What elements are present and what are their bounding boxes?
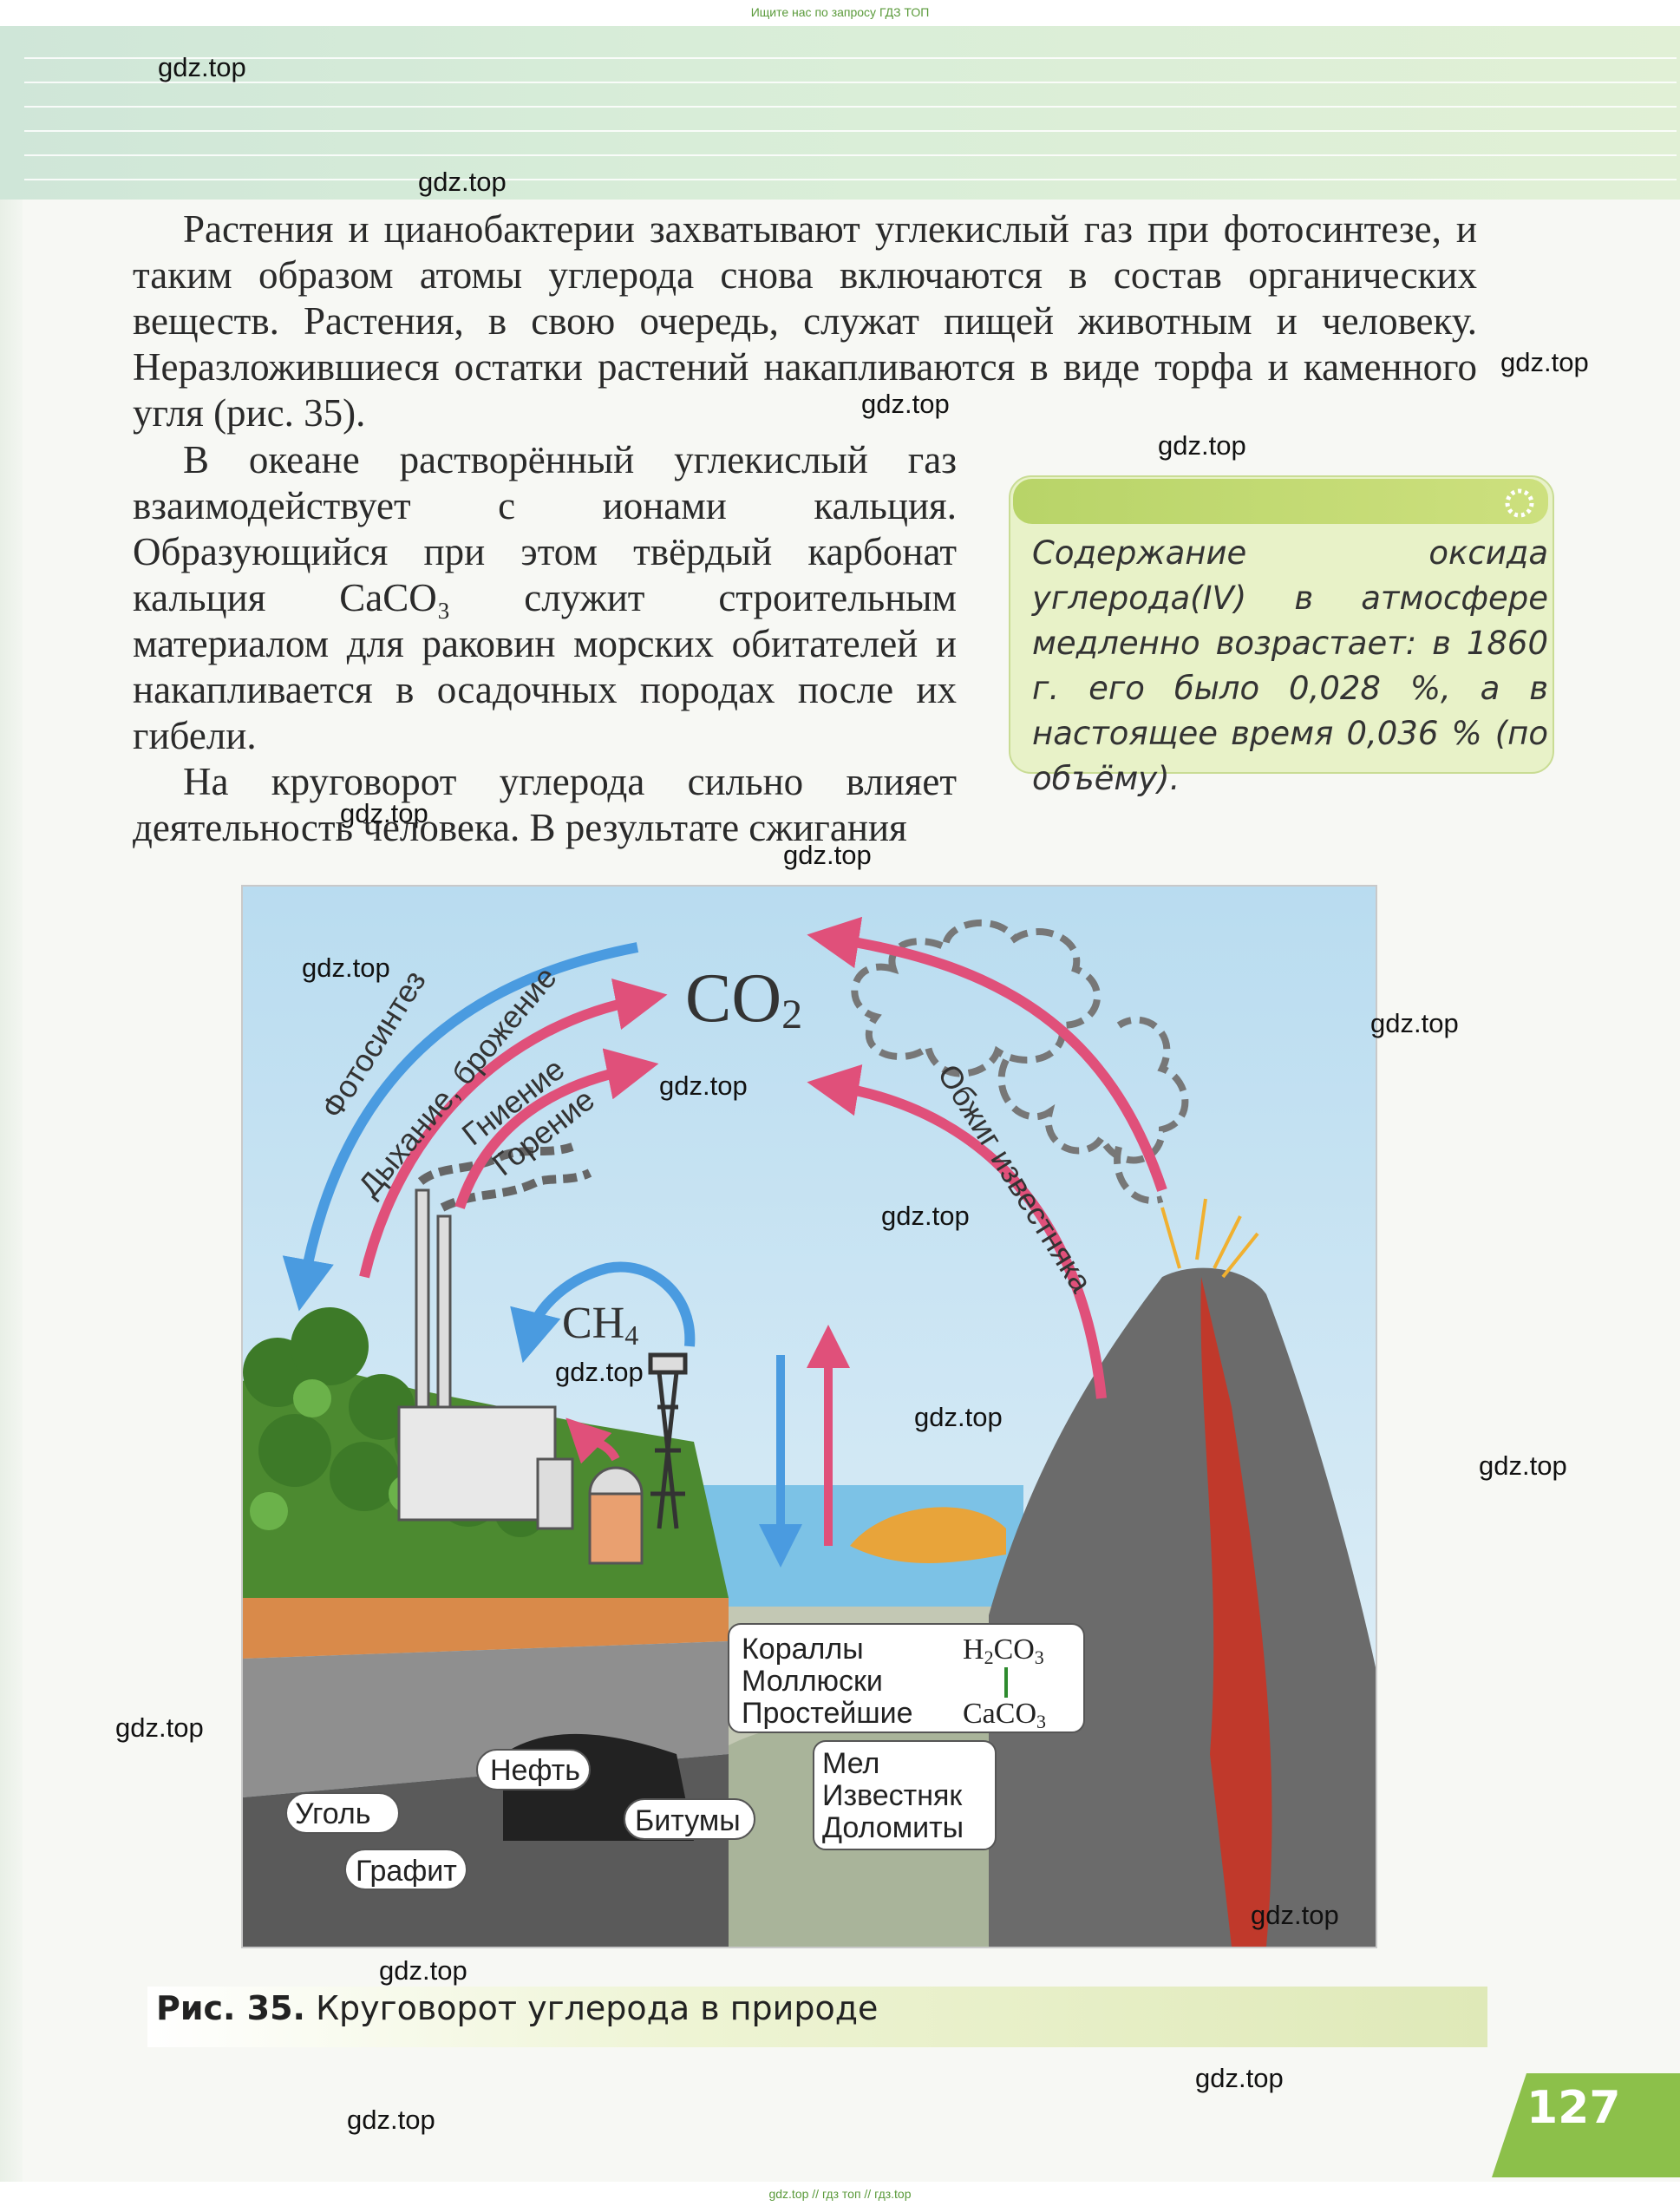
watermark: gdz.top bbox=[115, 1712, 204, 1744]
coal-label: Уголь bbox=[295, 1797, 370, 1830]
limestone-rock-label: Известняк bbox=[822, 1779, 963, 1812]
storage-tank bbox=[590, 1468, 642, 1563]
corals-label: Кораллы bbox=[742, 1633, 864, 1666]
header-lines bbox=[24, 35, 1677, 195]
note-header bbox=[1013, 479, 1548, 524]
body-paragraph-1: Растения и цианобактерии захватывают угл… bbox=[133, 206, 1477, 436]
watermark: gdz.top bbox=[914, 1402, 1003, 1433]
watermark: gdz.top bbox=[881, 1201, 970, 1232]
note-text: Содержание оксида углерода(IV) в атмосфе… bbox=[1032, 531, 1548, 802]
figure-caption: Рис. 35. Круговорот углерода в природе bbox=[156, 1989, 878, 2027]
book-spine bbox=[0, 0, 23, 2206]
watermark: gdz.top bbox=[1479, 1450, 1567, 1482]
dolomites-label: Доломиты bbox=[822, 1811, 964, 1844]
graphite-label: Графит bbox=[356, 1855, 457, 1888]
watermark: gdz.top bbox=[659, 1070, 748, 1102]
watermark: gdz.top bbox=[158, 52, 246, 83]
oil-label: Нефть bbox=[490, 1754, 580, 1787]
watermark: gdz.top bbox=[1370, 1008, 1459, 1039]
watermark: gdz.top bbox=[379, 1955, 467, 1987]
calcium-carbonate-label: CaCO3 bbox=[963, 1698, 1046, 1732]
page-number: 127 bbox=[1526, 2082, 1621, 2134]
watermark: gdz.top bbox=[302, 952, 390, 984]
top-banner: Ищите нас по запросу ГДЗ ТОП bbox=[0, 0, 1680, 26]
watermark: gdz.top bbox=[1195, 2063, 1284, 2094]
carbon-cycle-diagram: Фотосинтез Дыхание, брожение Гниение Гор… bbox=[241, 885, 1377, 1948]
watermark: gdz.top bbox=[347, 2105, 435, 2136]
watermark: gdz.top bbox=[1500, 347, 1589, 378]
bitumen-label: Битумы bbox=[635, 1804, 741, 1837]
body-paragraph-2-3: В океане растворённый углекислый газ вза… bbox=[133, 437, 957, 851]
bottom-banner: gdz.top // гдз топ // гдз.top bbox=[0, 2182, 1680, 2206]
watermark: gdz.top bbox=[418, 167, 507, 198]
mollusks-label: Моллюски bbox=[742, 1665, 883, 1698]
watermark: gdz.top bbox=[555, 1357, 644, 1388]
protozoa-label: Простейшие bbox=[742, 1697, 913, 1730]
diagram-art: Фотосинтез Дыхание, брожение Гниение Гор… bbox=[243, 887, 1376, 1947]
chalk-label: Мел bbox=[822, 1747, 879, 1780]
carbonic-acid-label: H2CO3 bbox=[963, 1633, 1044, 1668]
gear-icon bbox=[1499, 482, 1540, 524]
watermark: gdz.top bbox=[1251, 1900, 1339, 1931]
